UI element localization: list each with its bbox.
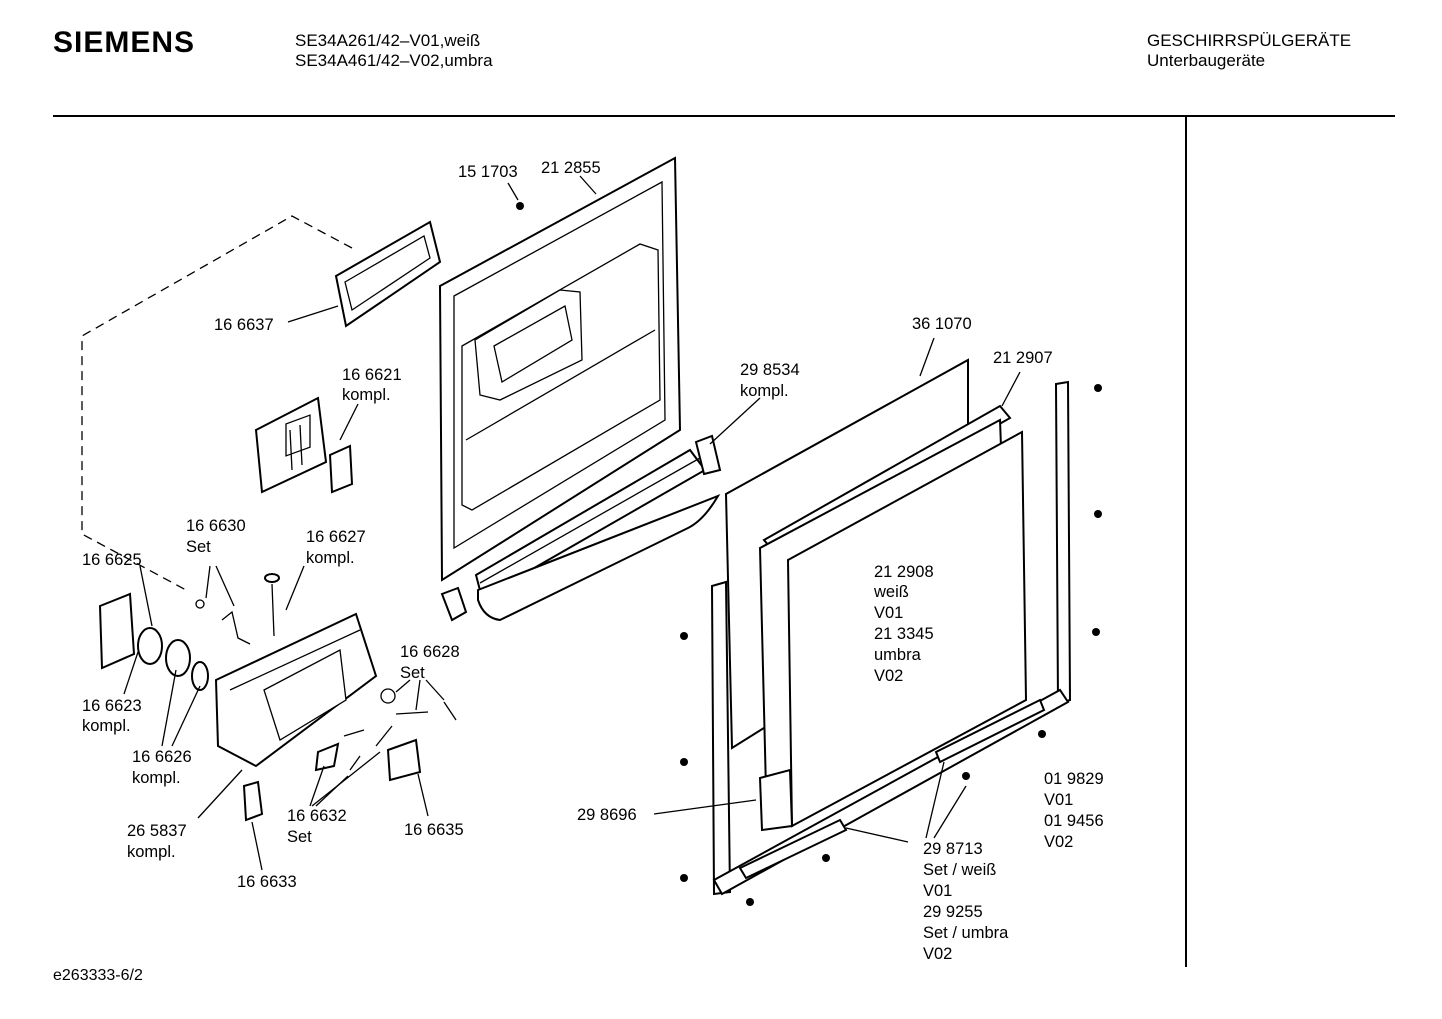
- label-212908: 21 2908 weiß V01 21 3345 umbra V02: [873, 563, 938, 685]
- label-166625: 16 6625: [82, 551, 142, 569]
- model-numbers: SE34A261/42–V01,weiß SE34A461/42–V02,umb…: [295, 31, 493, 71]
- part-labels: 15 1703 21 2855 16 6637 16 6621 kompl. 2…: [82, 159, 1108, 963]
- drawing-id: e263333-6/2: [53, 967, 143, 984]
- model-line: SE34A261/42–V01,weiß: [295, 31, 481, 50]
- dispenser-cover: [254, 396, 354, 494]
- inner-door-panel: [438, 156, 721, 622]
- label-166621: 16 6621 kompl.: [342, 366, 406, 404]
- model-line: SE34A461/42–V02,umbra: [295, 51, 493, 70]
- label-151703: 15 1703: [458, 163, 518, 181]
- header-divider: [53, 115, 1395, 117]
- control-housing: [214, 612, 457, 822]
- label-166623: 16 6623 kompl.: [82, 697, 146, 735]
- category-line: Unterbaugeräte: [1147, 51, 1266, 70]
- label-212855: 21 2855: [541, 159, 601, 177]
- label-298713: 29 8713 Set / weiß V01 29 9255 Set / umb…: [923, 840, 1013, 963]
- label-166635: 16 6635: [404, 821, 464, 839]
- label-166627: 16 6627 kompl.: [306, 528, 370, 567]
- label-166626: 16 6626 kompl.: [132, 748, 196, 787]
- hinge-bracket: [440, 434, 722, 622]
- screws: [516, 202, 1102, 906]
- label-166637: 16 6637: [214, 316, 274, 334]
- outer-door-frame: [710, 358, 1072, 896]
- label-166632: 16 6632 Set: [287, 807, 351, 846]
- leader-lines: [123, 175, 1021, 871]
- label-166628: 16 6628 Set: [400, 643, 464, 682]
- label-019829: 01 9829 V01 01 9456 V02: [1044, 770, 1108, 851]
- label-166630: 16 6630 Set: [186, 517, 250, 556]
- label-212907: 21 2907: [993, 349, 1053, 367]
- window-frame: [334, 220, 442, 328]
- appliance-category: GESCHIRRSPÜLGERÄTE Unterbaugeräte: [1147, 31, 1351, 71]
- label-361070: 36 1070: [912, 315, 972, 333]
- label-166633: 16 6633: [237, 873, 297, 891]
- handle-parts: [98, 573, 280, 691]
- brand-logo: SIEMENS: [53, 26, 196, 59]
- sidebar-divider: [1185, 117, 1187, 967]
- label-298696: 29 8696: [577, 806, 637, 824]
- assembly-dashed-line: [81, 215, 353, 591]
- category-line: GESCHIRRSPÜLGERÄTE: [1147, 31, 1352, 50]
- label-265837: 26 5837 kompl.: [127, 822, 191, 861]
- label-298534: 29 8534 kompl.: [740, 361, 804, 400]
